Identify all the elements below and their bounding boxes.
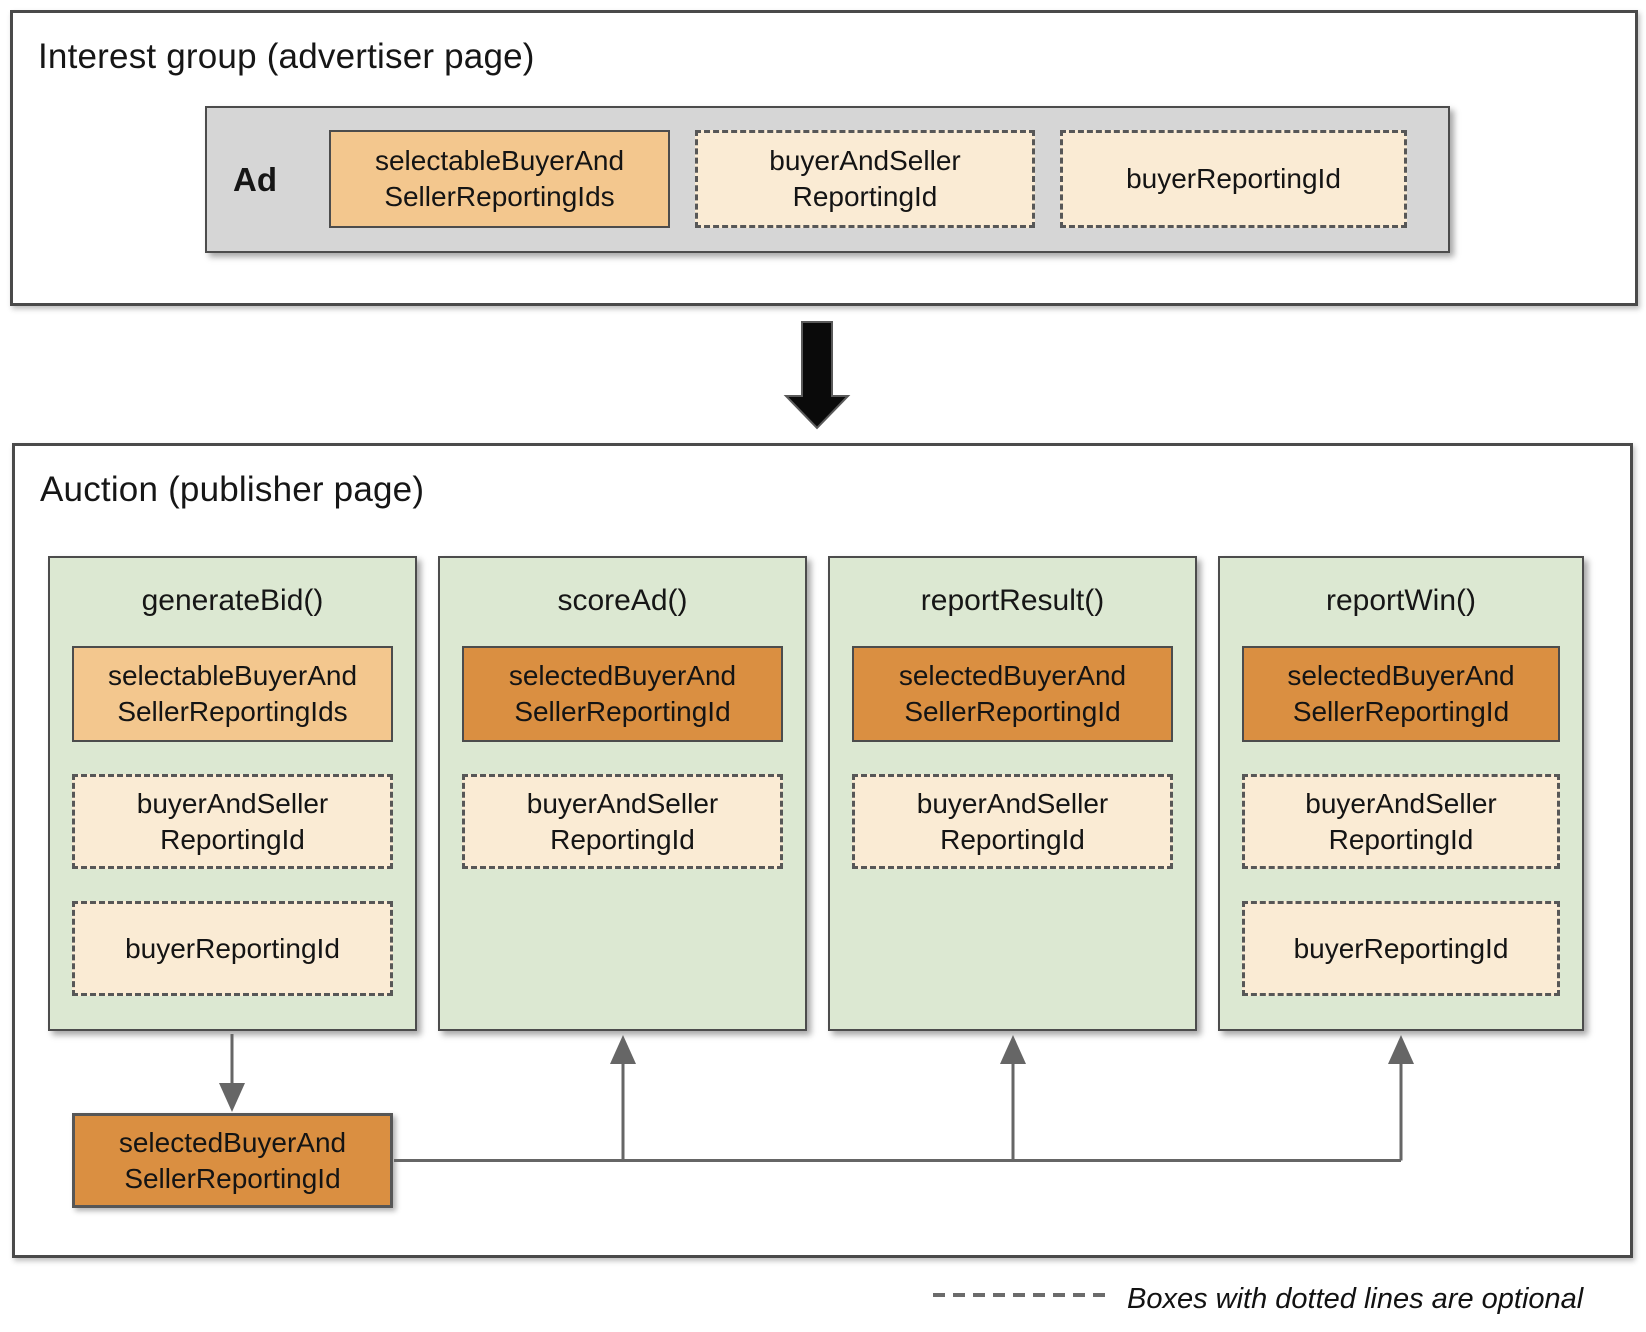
interest-group-title: Interest group (advertiser page) (38, 37, 535, 76)
node-selectable-buyer-and-seller-reporting-ids: selectableBuyerAnd SellerReportingIds (329, 130, 670, 228)
node-selected-buyer-and-seller-reporting-id: selectedBuyerAnd SellerReportingId (462, 646, 783, 742)
column-title-report-win: reportWin() (1325, 584, 1476, 617)
node-buyer-and-seller-reporting-id: buyerAndSeller ReportingId (462, 774, 783, 869)
column-report-win: reportWin() selectedBuyerAnd SellerRepor… (1218, 556, 1584, 1031)
column-report-result: reportResult() selectedBuyerAnd SellerRe… (828, 556, 1197, 1031)
node-buyer-and-seller-reporting-id: buyerAndSeller ReportingId (852, 774, 1173, 869)
node-buyer-reporting-id: buyerReportingId (1242, 901, 1560, 996)
node-selected-buyer-and-seller-reporting-id: selectedBuyerAnd SellerReportingId (852, 646, 1173, 742)
legend-text: Boxes with dotted lines are optional (1127, 1283, 1584, 1315)
node-selectable-buyer-and-seller-reporting-ids: selectableBuyerAnd SellerReportingIds (72, 646, 393, 742)
dashed-line-legend-icon (933, 1293, 1107, 1297)
column-title-report-result: reportResult() (920, 584, 1105, 617)
column-score-ad: scoreAd() selectedBuyerAnd SellerReporti… (438, 556, 807, 1031)
node-buyer-and-seller-reporting-id: buyerAndSeller ReportingId (695, 130, 1035, 228)
node-buyer-reporting-id: buyerReportingId (72, 901, 393, 996)
column-generate-bid: generateBid() selectableBuyerAnd SellerR… (48, 556, 417, 1031)
interest-group-panel: Interest group (advertiser page) Ad sele… (10, 10, 1638, 306)
down-arrow-icon (783, 321, 851, 430)
ad-label: Ad (233, 160, 277, 198)
node-selected-buyer-and-seller-reporting-id-result: selectedBuyerAnd SellerReportingId (72, 1113, 393, 1208)
node-buyer-and-seller-reporting-id: buyerAndSeller ReportingId (72, 774, 393, 869)
auction-title: Auction (publisher page) (40, 470, 425, 509)
ad-container: Ad selectableBuyerAnd SellerReportingIds… (205, 106, 1450, 253)
node-buyer-and-seller-reporting-id: buyerAndSeller ReportingId (1242, 774, 1560, 869)
column-title-score-ad: scoreAd() (557, 584, 688, 617)
node-selected-buyer-and-seller-reporting-id: selectedBuyerAnd SellerReportingId (1242, 646, 1560, 742)
node-buyer-reporting-id: buyerReportingId (1060, 130, 1407, 228)
column-title-generate-bid: generateBid() (141, 584, 324, 617)
